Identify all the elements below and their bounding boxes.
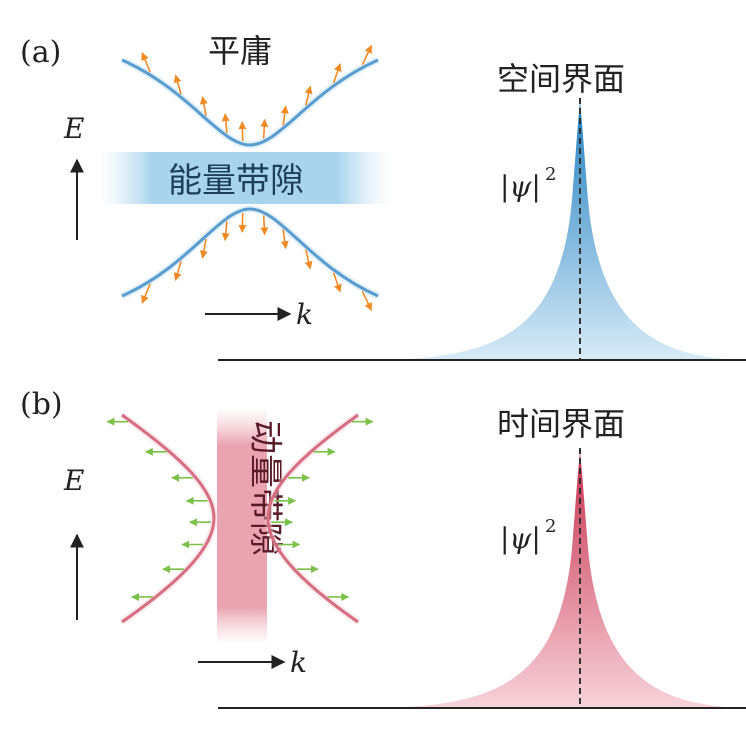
- energy-gap-band: [100, 152, 390, 204]
- orange-arrow: [199, 238, 208, 259]
- temporal-interface-label: 时间界面: [497, 405, 625, 443]
- spatial-interface-label: 空间界面: [497, 60, 625, 98]
- orange-arrow: [173, 260, 182, 281]
- group-velocity-arrows-b: [106, 417, 374, 601]
- momentum-axis-label-b: k: [290, 646, 307, 679]
- energy-gap-label: 能量带隙: [168, 161, 304, 201]
- orange-arrow: [141, 52, 151, 73]
- orange-arrow: [280, 229, 289, 250]
- wavefunction-exponent-a: 2: [545, 164, 556, 185]
- orange-arrow: [304, 249, 313, 270]
- panel-b: (b) E 动量带隙 k 时间界面 |ψ| 2: [20, 387, 746, 709]
- left-band-curve: [121, 413, 216, 624]
- orange-arrow: [221, 113, 230, 134]
- energy-axis-label-b: E: [63, 464, 84, 497]
- orange-arrow: [141, 283, 151, 304]
- right-band-curve: [266, 413, 359, 624]
- panel-a-label: (a): [20, 35, 61, 70]
- wavefunction-exponent-b: 2: [545, 516, 556, 537]
- wavefunction-label-a: |ψ|: [500, 170, 541, 203]
- wavefunction-peak-b: [380, 452, 746, 708]
- orange-arrow: [238, 213, 247, 233]
- wavefunction-label-b: |ψ|: [500, 522, 541, 555]
- orange-arrow: [304, 85, 313, 106]
- orange-arrow: [199, 96, 208, 117]
- energy-axis-label-a: E: [63, 112, 84, 145]
- wavefunction-peak-a: [380, 102, 746, 360]
- orange-arrow: [332, 63, 342, 84]
- orange-arrow: [238, 121, 247, 142]
- momentum-gap-band: [217, 410, 267, 642]
- momentum-axis-label-a: k: [296, 298, 313, 331]
- panel-a: (a) 平庸 E 能量带隙 k 空间界面 |ψ| 2: [20, 32, 746, 361]
- orange-arrow: [221, 221, 230, 242]
- panel-b-label: (b): [20, 387, 63, 422]
- orange-arrow: [332, 272, 342, 293]
- orange-arrow: [260, 215, 269, 236]
- orange-arrow: [173, 74, 182, 95]
- orange-arrow: [280, 105, 289, 126]
- orange-arrow: [361, 44, 373, 65]
- orange-arrow: [260, 118, 269, 139]
- flat-band-label: 平庸: [208, 32, 272, 70]
- group-velocity-arrows-a: [141, 44, 373, 312]
- orange-arrow: [361, 290, 373, 312]
- upper-band-curve: [121, 58, 379, 147]
- lower-band-curve: [121, 207, 379, 298]
